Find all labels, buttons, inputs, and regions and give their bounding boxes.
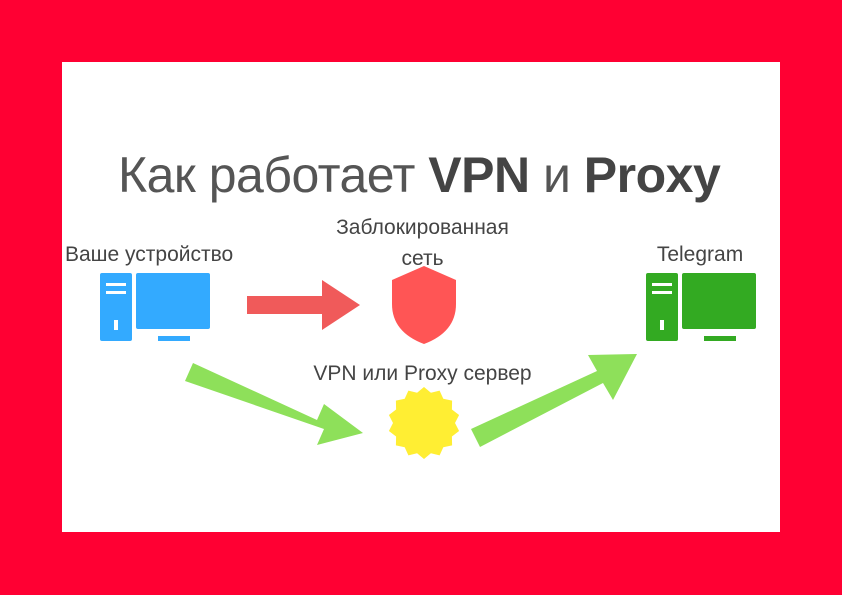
blocked-route-arrow: [247, 280, 360, 330]
device-label: Ваше устройство: [65, 243, 234, 266]
blocked-network-shield-icon: [392, 266, 456, 344]
server-label: VPN или Proxy сервер: [313, 362, 532, 385]
device-to-server-arrow: [185, 363, 363, 445]
user-device-icon: [100, 273, 210, 341]
server-seal-icon: [388, 387, 460, 459]
telegram-computer-icon: [646, 273, 756, 341]
telegram-label: Telegram: [656, 243, 744, 266]
server-to-telegram-arrow: [471, 354, 637, 447]
diagram-title: Как работает VPN и Proxy: [118, 147, 721, 203]
